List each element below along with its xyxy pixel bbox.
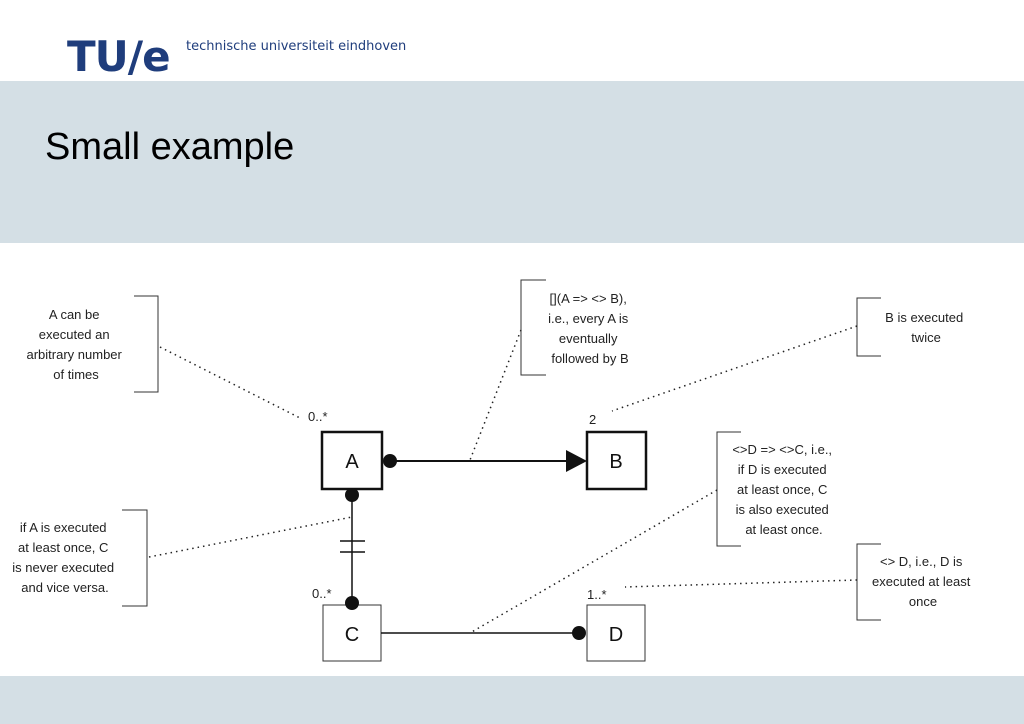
- leader-not-coexistence: [148, 516, 353, 558]
- note-not-coexistence-bracket: [122, 509, 148, 607]
- not-coexistence-top-dot: [345, 488, 359, 502]
- note-responded-existence-line: at least once.: [745, 522, 822, 537]
- note-responded-existence-line: if D is executed: [738, 462, 827, 477]
- note-response-line: [](A => <> B),: [550, 291, 627, 306]
- note-response: [](A => <> B), i.e., every A is eventual…: [548, 291, 632, 366]
- activity-b-label: B: [609, 451, 622, 473]
- leader-d-existence: [624, 579, 858, 588]
- note-d-existence-bracket: [856, 543, 881, 621]
- note-d-existence-line: executed at least: [872, 574, 971, 589]
- note-response-line: eventually: [559, 331, 618, 346]
- activity-c-label: C: [345, 624, 359, 646]
- not-coexistence-bottom-dot: [345, 596, 359, 610]
- note-a-arbitrary-line: arbitrary number: [27, 347, 123, 362]
- note-d-existence-line: once: [909, 594, 937, 609]
- note-d-existence: <> D, i.e., D is executed at least once: [872, 554, 974, 609]
- note-responded-existence-line: at least once, C: [737, 482, 827, 497]
- note-b-twice: B is executed twice: [885, 310, 967, 345]
- note-b-twice-line: B is executed: [885, 310, 963, 325]
- note-responded-existence-bracket: [716, 431, 741, 547]
- note-not-coexistence-line: at least once, C: [18, 540, 108, 555]
- note-a-arbitrary-line: A can be: [49, 307, 100, 322]
- note-not-coexistence-line: if A is executed: [20, 520, 107, 535]
- activity-c-multiplicity: 0..*: [312, 586, 332, 601]
- note-a-arbitrary-line: of times: [53, 367, 99, 382]
- note-not-coexistence: if A is executed at least once, C is nev…: [12, 520, 118, 595]
- leader-a-arbitrary: [159, 346, 301, 419]
- activity-b-multiplicity: 2: [589, 412, 596, 427]
- activity-d-multiplicity: 1..*: [587, 587, 607, 602]
- note-responded-existence: <>D => <>C, i.e., if D is executed at le…: [732, 442, 835, 537]
- activity-b-box: [585, 430, 648, 491]
- note-response-line: i.e., every A is: [548, 311, 629, 326]
- note-d-existence-line: <> D, i.e., D is: [880, 554, 963, 569]
- activity-d-label: D: [609, 624, 623, 646]
- note-a-arbitrary-bracket: [134, 295, 159, 393]
- note-response-line: followed by B: [551, 351, 628, 366]
- note-b-twice-line: twice: [911, 330, 941, 345]
- note-b-twice-bracket: [856, 297, 881, 357]
- note-a-arbitrary-line: executed an: [39, 327, 110, 342]
- response-source-dot: [383, 454, 397, 468]
- leader-responded-existence: [469, 489, 718, 634]
- activity-a-label: A: [345, 451, 359, 473]
- leader-response: [469, 329, 522, 461]
- note-responded-existence-line: is also executed: [736, 502, 829, 517]
- activity-a-box: [320, 430, 384, 491]
- footer-band: [0, 676, 1024, 724]
- note-a-arbitrary: A can be executed an arbitrary number of…: [27, 307, 126, 382]
- activity-a-multiplicity: 0..*: [308, 409, 328, 424]
- title-band: [0, 81, 1024, 243]
- leader-b-twice: [611, 325, 858, 412]
- tue-logo: TU/e: [67, 32, 171, 81]
- response-arrowhead: [566, 450, 587, 472]
- university-name: technische universiteit eindhoven: [186, 39, 407, 54]
- note-response-bracket: [520, 279, 546, 376]
- slide-title: Small example: [45, 126, 295, 168]
- note-responded-existence-line: <>D => <>C, i.e.,: [732, 442, 832, 457]
- note-not-coexistence-line: and vice versa.: [21, 580, 108, 595]
- activity-d-box: [586, 604, 646, 662]
- note-not-coexistence-line: is never executed: [12, 560, 114, 575]
- responded-existence-dot: [572, 626, 586, 640]
